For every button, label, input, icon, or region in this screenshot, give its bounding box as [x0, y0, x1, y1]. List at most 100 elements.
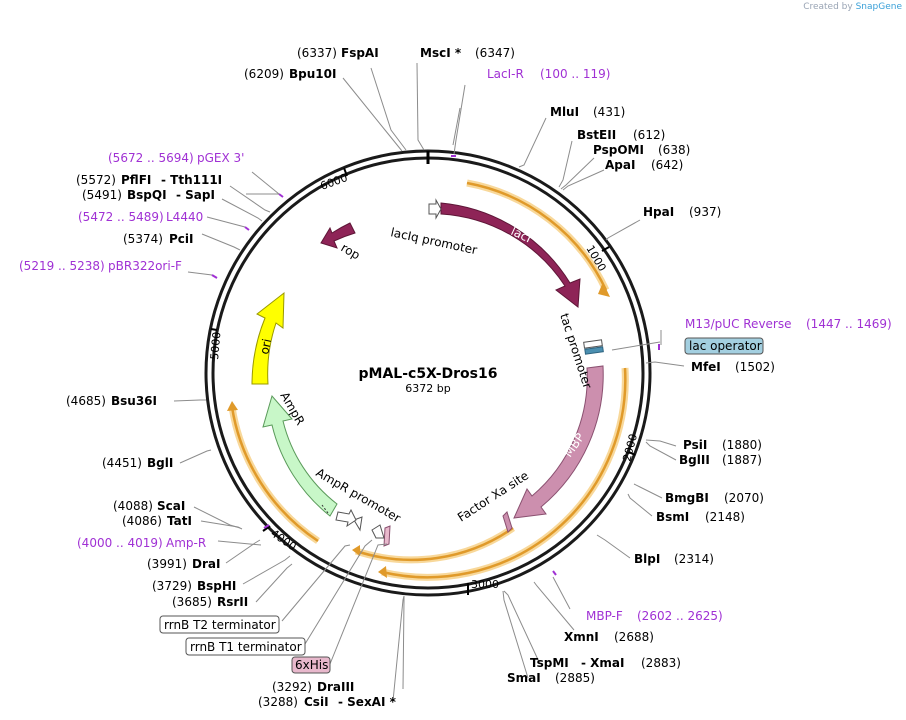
site-Bpu10I: Bpu10I	[289, 67, 336, 81]
site-pos-MluI: (431)	[593, 105, 625, 119]
feature-rrnB-T1[interactable]	[371, 524, 385, 539]
primer-range-Amp-R: (4000 .. 4019)	[77, 536, 163, 550]
snapgene-logo: SnapGene	[855, 2, 902, 12]
site-pos-DraIII: (3292)	[272, 680, 312, 694]
site-TspMI: TspMI	[530, 656, 569, 670]
feature-tac-promoter[interactable]	[583, 339, 603, 349]
site-pos-SmaI: (2885)	[555, 671, 595, 685]
site-PsiI: PsiI	[683, 438, 707, 452]
site-pos-PciI: (5374)	[123, 232, 163, 246]
site-TatI: TatI	[167, 514, 192, 528]
site-SapI: - SapI	[176, 188, 215, 202]
tick-marks	[210, 167, 636, 595]
site-pos-BstEII: (612)	[633, 128, 665, 142]
tick-label-6000: 6000	[319, 171, 350, 193]
site-pos-ScaI: (4088)	[113, 499, 153, 513]
site-BlpI: BlpI	[634, 552, 660, 566]
site-ApaI: ApaI	[605, 158, 635, 172]
tick-label-3000: 3000	[471, 578, 499, 591]
site-pos-BsmI: (2148)	[705, 510, 745, 524]
site-XmnI: XmnI	[564, 630, 599, 644]
feature-lacI[interactable]	[440, 202, 581, 308]
site-FspAI: FspAI	[341, 46, 379, 60]
site-BspHI: BspHI	[197, 579, 236, 593]
primer-range-L4440: (5472 .. 5489)	[78, 210, 164, 224]
primer-M13-pUC-Reverse: M13/pUC Reverse	[685, 317, 792, 331]
primer-pBR322ori-F: pBR322ori-F	[108, 259, 182, 273]
label-6xHis: 6xHis	[295, 658, 328, 672]
site-PspOMI: PspOMI	[593, 143, 644, 157]
feature-MBP[interactable]	[513, 365, 604, 519]
site-SmaI: SmaI	[507, 671, 541, 685]
site-RsrII: RsrII	[217, 595, 248, 609]
6xHis-label-box	[291, 656, 331, 674]
site-BglII: BglII	[679, 453, 710, 467]
feature-lacIq-promoter[interactable]	[428, 198, 442, 220]
site-DraI: DraI	[192, 557, 220, 571]
primer-range-LacI-R: (100 .. 119)	[540, 67, 610, 81]
primer-marks	[211, 155, 660, 576]
feature-6xHis[interactable]	[383, 525, 391, 547]
rrnB-T2-label-box	[159, 615, 280, 634]
site-BstEII: BstEII	[577, 128, 616, 142]
site-pos-XmnI: (2688)	[614, 630, 654, 644]
label-ori: ori	[257, 337, 274, 355]
primer-L4440: L4440	[166, 210, 203, 224]
label-rop: rop	[339, 240, 363, 262]
site-pos-RsrII: (3685)	[172, 595, 212, 609]
feature-AmpR[interactable]	[262, 394, 338, 517]
site-pos-Bsu36I: (4685)	[66, 394, 106, 408]
site-SexAI: - SexAI *	[338, 695, 397, 709]
site-BsmI: BsmI	[656, 510, 689, 524]
site-pos-TatI: (4086)	[122, 514, 162, 528]
primer-range-MBP-F: (2602 .. 2625)	[637, 609, 723, 623]
site-XmaI: - XmaI	[581, 656, 624, 670]
primer-Amp-R: Amp-R	[166, 536, 206, 550]
site-ScaI: ScaI	[157, 499, 185, 513]
primer-range-pBR322ori-F: (5219 .. 5238)	[19, 259, 105, 273]
leader-lines	[173, 62, 685, 702]
site-pos-CsiI: (3288)	[258, 695, 298, 709]
label-rrnB-T2: rrnB T2 terminator	[164, 618, 276, 632]
site-pos-MfeI: (1502)	[735, 360, 775, 374]
tick-label-5000: 5000	[208, 331, 223, 360]
site-pos-TspMI: (2883)	[641, 656, 681, 670]
site-pos-BlpI: (2314)	[674, 552, 714, 566]
site-pos-MscI: (6347)	[475, 46, 515, 60]
site-Tth111I: - Tth111I	[161, 173, 222, 187]
primer-range-M13-pUC-Reverse: (1447 .. 1469)	[806, 317, 892, 331]
site-pos-BglII: (1887)	[722, 453, 762, 467]
site-pos-PspOMI: (638)	[658, 143, 690, 157]
lac-operator-label-box	[684, 337, 764, 355]
label-lac-operator: lac operator	[689, 339, 762, 353]
primer-MBP-F: MBP-F	[586, 609, 623, 623]
site-BmgBI: BmgBI	[665, 491, 709, 505]
site-DraIII: DraIII	[317, 680, 354, 694]
label-lacIq-promoter: lacIq promoter	[389, 225, 478, 257]
site-pos-Bpu10I: (6209)	[244, 67, 284, 81]
feature-lac-operator-box[interactable]	[584, 346, 604, 355]
orf-arcs	[227, 179, 629, 581]
plasmid-name: pMAL-c5X-Dros16	[359, 366, 498, 382]
site-pos-BspQI: (5491)	[82, 188, 122, 202]
primer-range-pGEX3: (5672 .. 5694)	[108, 151, 194, 165]
site-PflFI: PflFI	[121, 173, 151, 187]
primer-pGEX3: pGEX 3'	[197, 151, 244, 165]
site-pos-PflFI: (5572)	[76, 173, 116, 187]
site-BspQI: BspQI	[127, 188, 167, 202]
feature-rop[interactable]	[320, 222, 356, 249]
label-rrnB-T1: rrnB T1 terminator	[190, 640, 302, 654]
site-MluI: MluI	[550, 105, 579, 119]
feature-ori[interactable]	[251, 291, 285, 385]
rrnB-T1-label-box	[185, 637, 306, 656]
site-PciI: PciI	[169, 232, 194, 246]
feature-factor-xa[interactable]	[502, 511, 513, 533]
primer-LacI-R: LacI-R	[487, 67, 524, 81]
snapgene-credit: Created by SnapGene	[803, 2, 902, 12]
site-pos-FspAI: (6337)	[297, 46, 337, 60]
site-HpaI: HpaI	[643, 205, 674, 219]
site-CsiI: CsiI	[304, 695, 329, 709]
feature-AmpR-promoter[interactable]	[335, 508, 357, 528]
site-pos-ApaI: (642)	[651, 158, 683, 172]
